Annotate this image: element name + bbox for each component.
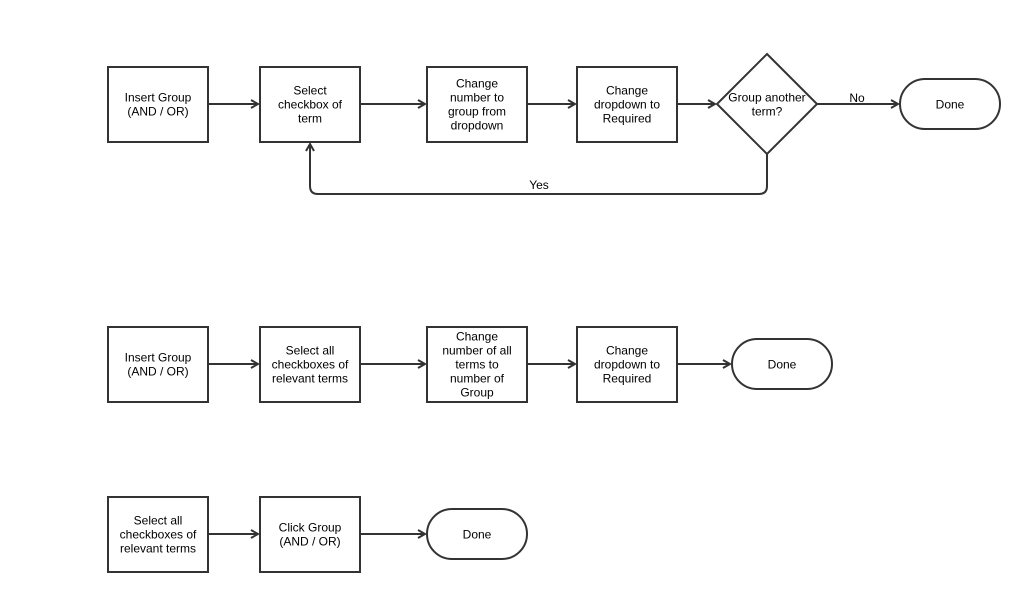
flow1-change-number-box	[426, 66, 528, 143]
node-text-line: Group another	[728, 91, 805, 105]
node-text-line: relevant terms	[272, 372, 348, 386]
flow2-done-terminal	[731, 338, 833, 390]
node-text-line: Click Group	[279, 521, 342, 535]
node-text-line: term?	[752, 105, 783, 119]
node-text-line: checkboxes of	[120, 528, 197, 542]
node-text-line: Insert Group	[125, 91, 192, 105]
node-text-line: Done	[768, 358, 797, 372]
node-text-line: Select	[293, 84, 327, 98]
node-text-line: Done	[463, 528, 492, 542]
node-text-line: (AND / OR)	[127, 105, 188, 119]
node-text-line: Select all	[134, 514, 183, 528]
node-text-line: Change	[606, 344, 648, 358]
node-text-line: dropdown to	[594, 358, 660, 372]
flow3-click-group-box	[259, 496, 361, 573]
node-text-line: group from	[448, 105, 506, 119]
node-text-line: terms to	[455, 358, 499, 372]
flow1-select-checkbox-box	[259, 66, 361, 143]
flow1-label-no: No	[849, 91, 865, 105]
flow3-done-text: Done	[463, 528, 492, 542]
flow3-click-group-text: Click Group(AND / OR)	[279, 521, 342, 549]
flow1-insert-group-text: Insert Group(AND / OR)	[125, 91, 192, 119]
node-text-line: checkbox of	[278, 98, 343, 112]
node-text-line: Change	[456, 77, 498, 91]
flow1-done-terminal	[899, 78, 1001, 130]
node-text-line: relevant terms	[120, 542, 196, 556]
flow1-insert-group-box	[107, 66, 209, 143]
flow3-done-terminal	[426, 508, 528, 560]
node-text-line: Group	[460, 386, 494, 400]
node-text-line: Done	[936, 98, 965, 112]
flow2-insert-group-text: Insert Group(AND / OR)	[125, 351, 192, 379]
node-text-line: number to	[450, 91, 504, 105]
flow2-change-dropdown-box	[576, 326, 678, 403]
node-text-line: dropdown to	[594, 98, 660, 112]
flow1-arrow-yes-loop	[310, 144, 768, 195]
flow1-done-text: Done	[936, 98, 965, 112]
node-text-line: number of	[450, 372, 505, 386]
node-text-line: Change	[456, 330, 498, 344]
node-text-line: term	[298, 112, 322, 126]
node-text-line: number of all	[442, 344, 511, 358]
node-text-line: (AND / OR)	[279, 535, 340, 549]
node-text-line: Required	[603, 112, 652, 126]
node-text-line: (AND / OR)	[127, 365, 188, 379]
flow3-select-all-box	[107, 496, 209, 573]
node-text-line: Select all	[286, 344, 335, 358]
node-text-line: Required	[603, 372, 652, 386]
node-text-line: Change	[606, 84, 648, 98]
node-text-line: Insert Group	[125, 351, 192, 365]
flow2-change-number-box	[426, 326, 528, 403]
flow2-done-text: Done	[768, 358, 797, 372]
flow2-select-all-box	[259, 326, 361, 403]
flow1-label-yes: Yes	[529, 178, 549, 192]
node-text-line: dropdown	[451, 119, 504, 133]
node-text-line: checkboxes of	[272, 358, 349, 372]
